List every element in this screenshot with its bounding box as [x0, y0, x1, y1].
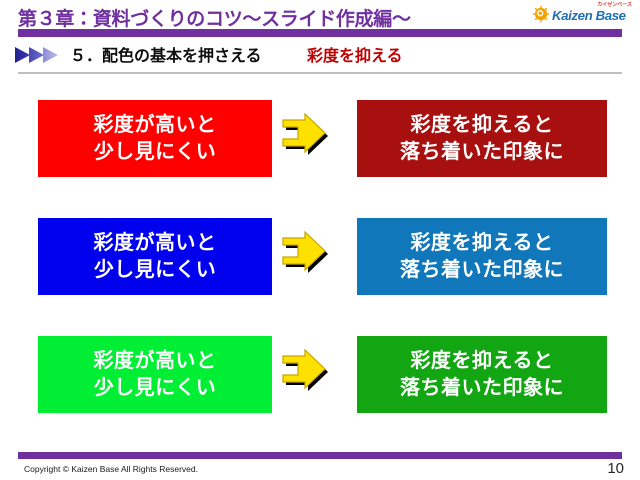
- subtitle-divider: [18, 72, 622, 74]
- high-saturation-box-green: 彩度が高いと 少し見にくい: [38, 336, 272, 413]
- logo-wordmark: Kaizen Base: [552, 8, 626, 23]
- right-arrow-icon: [281, 348, 339, 400]
- box-line: 落ち着いた印象に: [400, 258, 564, 281]
- box-line: 彩度を抑えると: [410, 350, 554, 373]
- comparison-area: 彩度が高いと 少し見にくい 彩度を抑えると 落ち着いた印象に 彩度が高いと 少し…: [0, 86, 640, 438]
- header-divider: [18, 29, 622, 37]
- copyright-text: Copyright © Kaizen Base All Rights Reser…: [24, 464, 198, 474]
- page-title: 第３章：資料づくりのコツ～スライド作成編～: [18, 9, 411, 30]
- comparison-row-red: 彩度が高いと 少し見にくい 彩度を抑えると 落ち着いた印象に: [0, 100, 640, 180]
- sun-swirl-icon: [532, 5, 550, 23]
- page-number: 10: [607, 460, 624, 477]
- high-saturation-box-red: 彩度が高いと 少し見にくい: [38, 100, 272, 177]
- brand-logo: カイゼンベース Kaizen Base: [530, 1, 634, 27]
- right-arrow-icon: [281, 112, 339, 164]
- box-line: 彩度が高いと: [93, 350, 217, 373]
- subtitle-text: ５．配色の基本を押さえる: [70, 48, 262, 65]
- low-saturation-box-green: 彩度を抑えると 落ち着いた印象に: [357, 336, 607, 413]
- box-line: 彩度を抑えると: [410, 232, 554, 255]
- comparison-row-blue: 彩度が高いと 少し見にくい 彩度を抑えると 落ち着いた印象に: [0, 218, 640, 298]
- comparison-row-green: 彩度が高いと 少し見にくい 彩度を抑えると 落ち着いた印象に: [0, 336, 640, 416]
- triple-chevron-icon: [14, 46, 66, 64]
- footer-divider: [18, 452, 622, 459]
- box-line: 少し見にくい: [93, 376, 217, 399]
- right-arrow-icon: [281, 230, 339, 282]
- slide-header: 第３章：資料づくりのコツ～スライド作成編～ カイゼンベース: [0, 0, 640, 38]
- box-line: 少し見にくい: [93, 140, 217, 163]
- box-line: 少し見にくい: [93, 258, 217, 281]
- subtitle-accent-text: 彩度を抑える: [307, 48, 403, 65]
- box-line: 彩度が高いと: [93, 232, 217, 255]
- box-line: 落ち着いた印象に: [400, 376, 564, 399]
- section-subtitle: ５．配色の基本を押さえる 彩度を抑える: [0, 42, 640, 72]
- logo-kana-tagline: カイゼンベース: [597, 2, 632, 8]
- box-line: 落ち着いた印象に: [400, 140, 564, 163]
- box-line: 彩度が高いと: [93, 114, 217, 137]
- box-line: 彩度を抑えると: [410, 114, 554, 137]
- high-saturation-box-blue: 彩度が高いと 少し見にくい: [38, 218, 272, 295]
- low-saturation-box-blue: 彩度を抑えると 落ち着いた印象に: [357, 218, 607, 295]
- low-saturation-box-red: 彩度を抑えると 落ち着いた印象に: [357, 100, 607, 177]
